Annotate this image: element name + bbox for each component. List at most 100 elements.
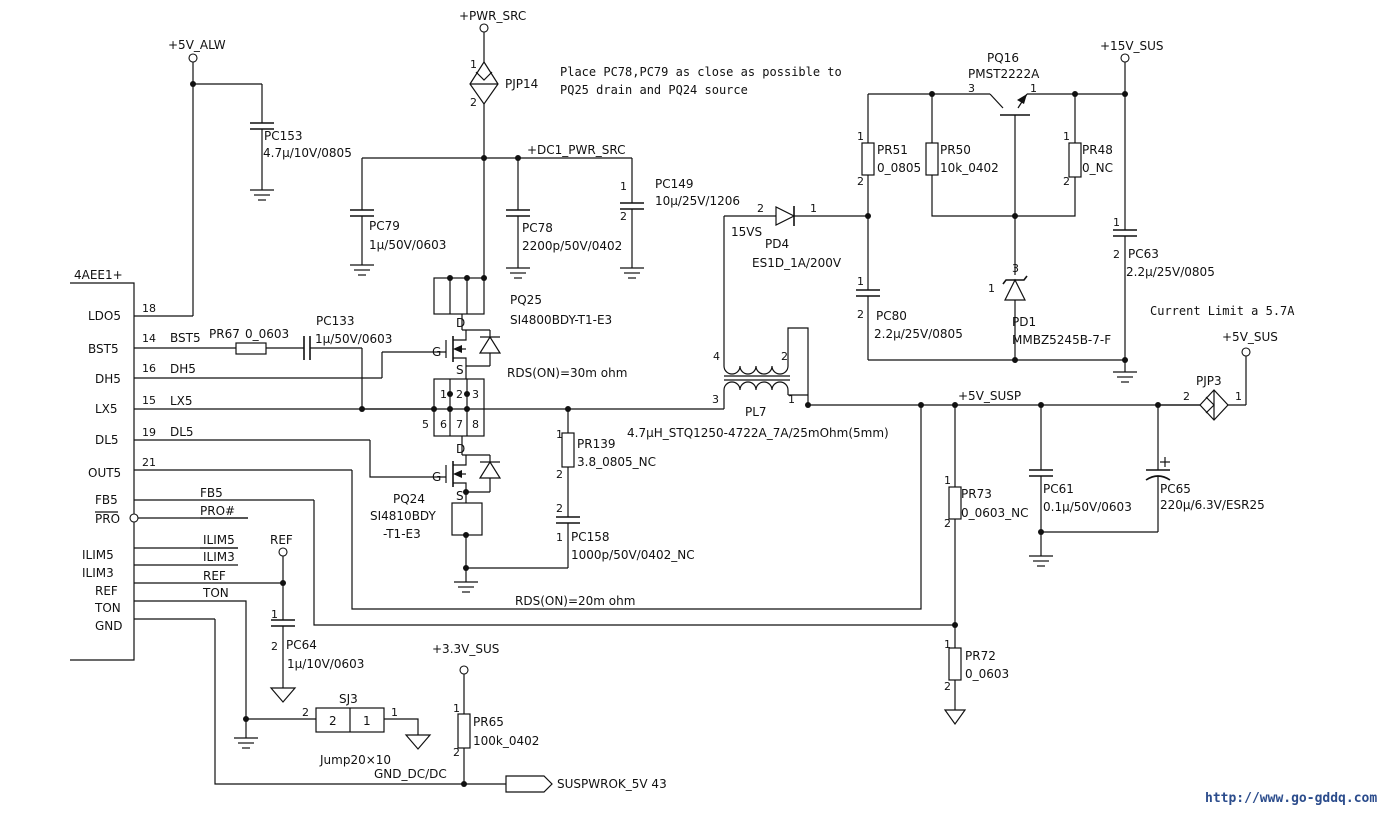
pc80-value: 2.2μ/25V/0805 [874, 327, 963, 341]
jumper-pjp3: 2 1 PJP3 +5V_SUS [1158, 330, 1278, 421]
svg-text:1: 1 [1063, 130, 1070, 143]
inductor-pl7: 3 1 4 2 PL7 4.7μH_STQ1250-4722A_7A/25mOh… [627, 216, 889, 440]
svg-text:2: 2 [271, 640, 278, 653]
svg-text:2: 2 [302, 706, 309, 719]
net-ilim3: ILIM3 [203, 550, 235, 564]
svg-text:1: 1 [810, 202, 817, 215]
diode-pd4: 2 1 15VS PD4 ES1D_1A/200V [724, 202, 871, 270]
pr139-ref: PR139 [577, 437, 615, 451]
pr50-value: 10k_0402 [940, 161, 999, 175]
pc80-ref: PC80 [876, 309, 907, 323]
pr51-value: 0_0805 [877, 161, 921, 175]
pc78-value: 2200p/50V/0402 [522, 239, 622, 253]
svg-text:1: 1 [470, 58, 477, 71]
pd4-ref: PD4 [765, 237, 789, 251]
svg-text:1: 1 [620, 180, 627, 193]
svg-text:1: 1 [944, 638, 951, 651]
note-line-2: PQ25 drain and PQ24 source [560, 83, 748, 97]
pc79-value: 1μ/50V/0603 [369, 238, 446, 252]
svg-text:2: 2 [857, 308, 864, 321]
pq25-source-label: S [456, 363, 464, 377]
svg-text:2: 2 [944, 680, 951, 693]
svg-text:3: 3 [472, 388, 479, 401]
svg-text:2: 2 [556, 502, 563, 515]
rail-15v-sus: +15V_SUS [1027, 39, 1164, 230]
capacitor-pc133: PC133 1μ/50V/0603 [303, 314, 392, 409]
ic-pin-out5: OUT5 [88, 466, 121, 480]
watermark-url[interactable]: http://www.go-gddq.com [1205, 791, 1377, 806]
svg-text:3: 3 [968, 82, 975, 95]
switch-node-block: 1 2 3 5 6 7 8 [359, 378, 724, 437]
svg-text:1: 1 [556, 531, 563, 544]
pc61-ref: PC61 [1043, 482, 1074, 496]
pr50-ref: PR50 [940, 143, 971, 157]
ic-4aee1: 4AEE1+ LDO5 BST5 DH5 LX5 DL5 OUT5 FB5 PR… [70, 268, 436, 661]
pr67-ref: PR67 [209, 327, 240, 341]
resistor-pr73: 1 2 PR73 0_0603_NC [313, 405, 1029, 648]
svg-text:2: 2 [1113, 248, 1120, 261]
rail-5v-susp: +5V_SUSP RDS(ON)=20m ohm [351, 389, 1200, 610]
pjp14-ref: PJP14 [505, 77, 538, 91]
svg-text:7: 7 [456, 418, 463, 431]
rail-5v-alw: +5V_ALW [168, 38, 262, 316]
capacitor-pc158: 2 1 PC158 1000p/50V/0402_NC [466, 502, 695, 569]
pd1-value: MMBZ5245B-7-F [1012, 333, 1111, 347]
capacitor-pc149: 1 2 PC149 10μ/25V/1206 [620, 158, 740, 279]
pd1-ref: PD1 [1012, 315, 1036, 329]
rail-15vs-label: 15VS [731, 225, 762, 239]
pro-inverted-bubble [129, 513, 139, 523]
svg-text:1: 1 [440, 388, 447, 401]
capacitor-pc63: 1 2 PC63 2.2μ/25V/0805 [1113, 216, 1215, 383]
capacitor-pc61: PC61 0.1μ/50V/0603 [1029, 405, 1158, 567]
pc64-value: 1μ/10V/0603 [287, 657, 364, 671]
svg-text:1: 1 [857, 275, 864, 288]
pl7-ref: PL7 [745, 405, 767, 419]
net-ilim5: ILIM5 [203, 533, 235, 547]
resistor-pr65: 1 2 PR65 100k_0402 [453, 702, 539, 784]
pq25-drain-label: D [456, 316, 465, 330]
jumper-pjp14: 1 2 PJP14 [469, 58, 538, 278]
pc78-ref: PC78 [522, 221, 553, 235]
pr72-value: 0_0603 [965, 667, 1009, 681]
offpage-label: SUSPWROK_5V 43 [557, 777, 667, 791]
svg-text:1: 1 [857, 130, 864, 143]
resistor-pr48: 1 2 PR48 0_NC [1063, 94, 1113, 188]
capacitor-pc65: PC65 220μ/6.3V/ESR25 [1145, 405, 1265, 532]
svg-text:2: 2 [556, 468, 563, 481]
svg-text:8: 8 [472, 418, 479, 431]
net-pro: PRO# [200, 504, 235, 518]
pq24-value-1: SI4810BDY [370, 509, 437, 523]
ic-pin-lx5: LX5 [95, 402, 118, 416]
pin-num-21: 21 [142, 456, 156, 469]
pin-num-15: 15 [142, 394, 156, 407]
svg-text:2: 2 [1063, 175, 1070, 188]
resistor-pr51: 1 2 PR51 0_0805 [857, 94, 921, 290]
resistor-pr50: PR50 10k_0402 [925, 94, 1076, 219]
svg-text:2: 2 [857, 175, 864, 188]
pc65-ref: PC65 [1160, 482, 1191, 496]
pc65-value: 220μ/6.3V/ESR25 [1160, 498, 1265, 512]
pr72-ref: PR72 [965, 649, 996, 663]
svg-text:2: 2 [781, 350, 788, 363]
svg-text:3: 3 [1012, 262, 1019, 275]
net-fb5: FB5 [200, 486, 223, 500]
ground-symbol [250, 189, 274, 201]
ic-pin-ref: REF [95, 584, 118, 598]
mosfet-pq24: D G S PQ24 SI4810BDY -T1-E3 [369, 436, 502, 593]
svg-text:2: 2 [456, 388, 463, 401]
svg-text:1: 1 [556, 428, 563, 441]
note-line-1: Place PC78,PC79 as close as possible to [560, 65, 842, 79]
net-dl5: DL5 [170, 425, 194, 439]
pr73-value: 0_0603_NC [961, 506, 1029, 520]
offpage-connector-susppwrok[interactable]: SUSPWROK_5V 43 [505, 775, 667, 793]
svg-text:2: 2 [620, 210, 627, 223]
ic-name: 4AEE1+ [74, 268, 123, 282]
ref-label: REF [270, 533, 293, 547]
rail-15v-sus-label: +15V_SUS [1100, 39, 1164, 53]
pr48-ref: PR48 [1082, 143, 1113, 157]
pq24-drain-label: D [456, 442, 465, 456]
svg-text:6: 6 [440, 418, 447, 431]
pin-num-14: 14 [142, 332, 156, 345]
svg-text:1: 1 [1030, 82, 1037, 95]
